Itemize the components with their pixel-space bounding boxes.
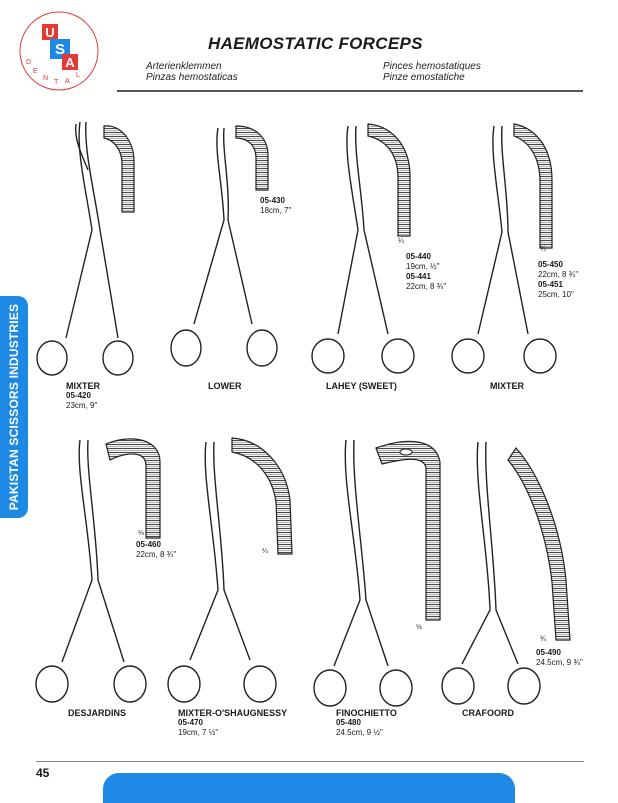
forceps-05-490 <box>441 441 541 705</box>
svg-text:L: L <box>76 72 80 79</box>
product-size-05-490: 24.5cm, 9 ¾" <box>536 658 583 667</box>
product-name-05-430: LOWER <box>208 381 242 391</box>
product-code-05-420: 05-420 <box>66 391 91 400</box>
svg-text:U: U <box>45 25 54 40</box>
subtitle-french: Pinces hemostatiques <box>383 61 481 72</box>
jaw-detail-05-430 <box>235 125 269 191</box>
forceps-05-440 <box>311 125 415 374</box>
page-number: 45 <box>36 766 50 780</box>
forceps-05-480 <box>313 439 413 707</box>
product-name-05-480: FINOCHIETTO <box>336 708 397 718</box>
jaw-detail-05-480 <box>375 440 441 621</box>
forceps-05-450 <box>451 125 557 374</box>
svg-text:A: A <box>65 78 70 85</box>
product-name-05-440: LAHEY (SWEET) <box>326 381 397 391</box>
jaw-detail-05-490 <box>507 447 571 641</box>
svg-text:E: E <box>33 68 38 75</box>
product-name-05-420: MIXTER <box>66 381 101 391</box>
side-tab <box>0 296 28 518</box>
product-name-05-470: MIXTER-O'SHAUGNESSY <box>178 708 288 718</box>
product-name-05-490: CRAFOORD <box>462 708 514 718</box>
product-code-05-440: 05-440 <box>406 252 431 261</box>
product-code-05-430: 05-430 <box>260 196 285 205</box>
svg-text:N: N <box>43 75 48 82</box>
usa-dental-logo: U S A D E N T A L <box>19 11 99 91</box>
subtitle-italian: Pinze emostatiche <box>383 72 465 83</box>
header-rule <box>117 90 583 92</box>
jaw-hole-05-480 <box>399 448 413 456</box>
footer-rule <box>36 761 584 762</box>
product-size-05-450: 22cm, 8 ¾" <box>538 270 579 279</box>
jaw-fraction-05-460: ⅓ <box>138 530 144 537</box>
forceps-05-460 <box>35 439 147 703</box>
product-code-05-460: 05-460 <box>136 540 161 549</box>
product-code-05-480: 05-480 <box>336 718 361 727</box>
footer-bar <box>103 773 515 803</box>
product-size-05-451: 25cm, 10" <box>538 290 574 299</box>
jaw-detail-05-440 <box>367 123 411 237</box>
forceps-05-420 <box>36 121 134 376</box>
jaw-fraction-05-490: ¾ <box>540 636 546 643</box>
svg-text:A: A <box>65 55 75 70</box>
product-code-05-490: 05-490 <box>536 648 561 657</box>
product-size-05-420: 23cm, 9" <box>66 401 98 410</box>
subtitle-german: Arterienklemmen <box>146 61 222 72</box>
jaw-detail-05-450 <box>513 123 553 249</box>
subtitle-spanish: Pinzas hemostaticas <box>146 72 238 83</box>
jaw-detail-05-460 <box>105 438 161 539</box>
jaw-fraction-05-470: ¼ <box>262 548 268 555</box>
product-size-05-480: 24.5cm, 9 ½" <box>336 728 383 737</box>
product-size-05-440: 19cm, ½" <box>406 262 440 271</box>
product-name-05-450: MIXTER <box>490 381 525 391</box>
product-code-05-441: 05-441 <box>406 272 431 281</box>
forceps-05-470 <box>167 441 277 703</box>
jaw-detail-05-470 <box>231 437 293 555</box>
svg-text:S: S <box>55 41 65 58</box>
jaw-fraction-05-480: ½ <box>416 624 422 631</box>
product-name-05-460: DESJARDINS <box>68 708 127 718</box>
product-size-05-441: 22cm, 8 ¾" <box>406 282 447 291</box>
product-size-05-460: 22cm, 8 ¾" <box>136 550 177 559</box>
product-code-05-451: 05-451 <box>538 280 563 289</box>
forceps-05-430 <box>170 127 278 367</box>
jaw-fraction-05-440: ¼ <box>398 238 404 245</box>
svg-text:D: D <box>26 59 31 66</box>
jaw-detail-05-420 <box>103 125 135 213</box>
svg-text:T: T <box>54 79 59 86</box>
product-code-05-470: 05-470 <box>178 718 203 727</box>
page-title: HAEMOSTATIC FORCEPS <box>208 34 423 53</box>
jaw-fraction-05-450: ¾ <box>540 246 546 253</box>
product-size-05-430: 18cm, 7" <box>260 206 292 215</box>
product-size-05-470: 19cm, 7 ½" <box>178 728 219 737</box>
product-code-05-450: 05-450 <box>538 260 563 269</box>
